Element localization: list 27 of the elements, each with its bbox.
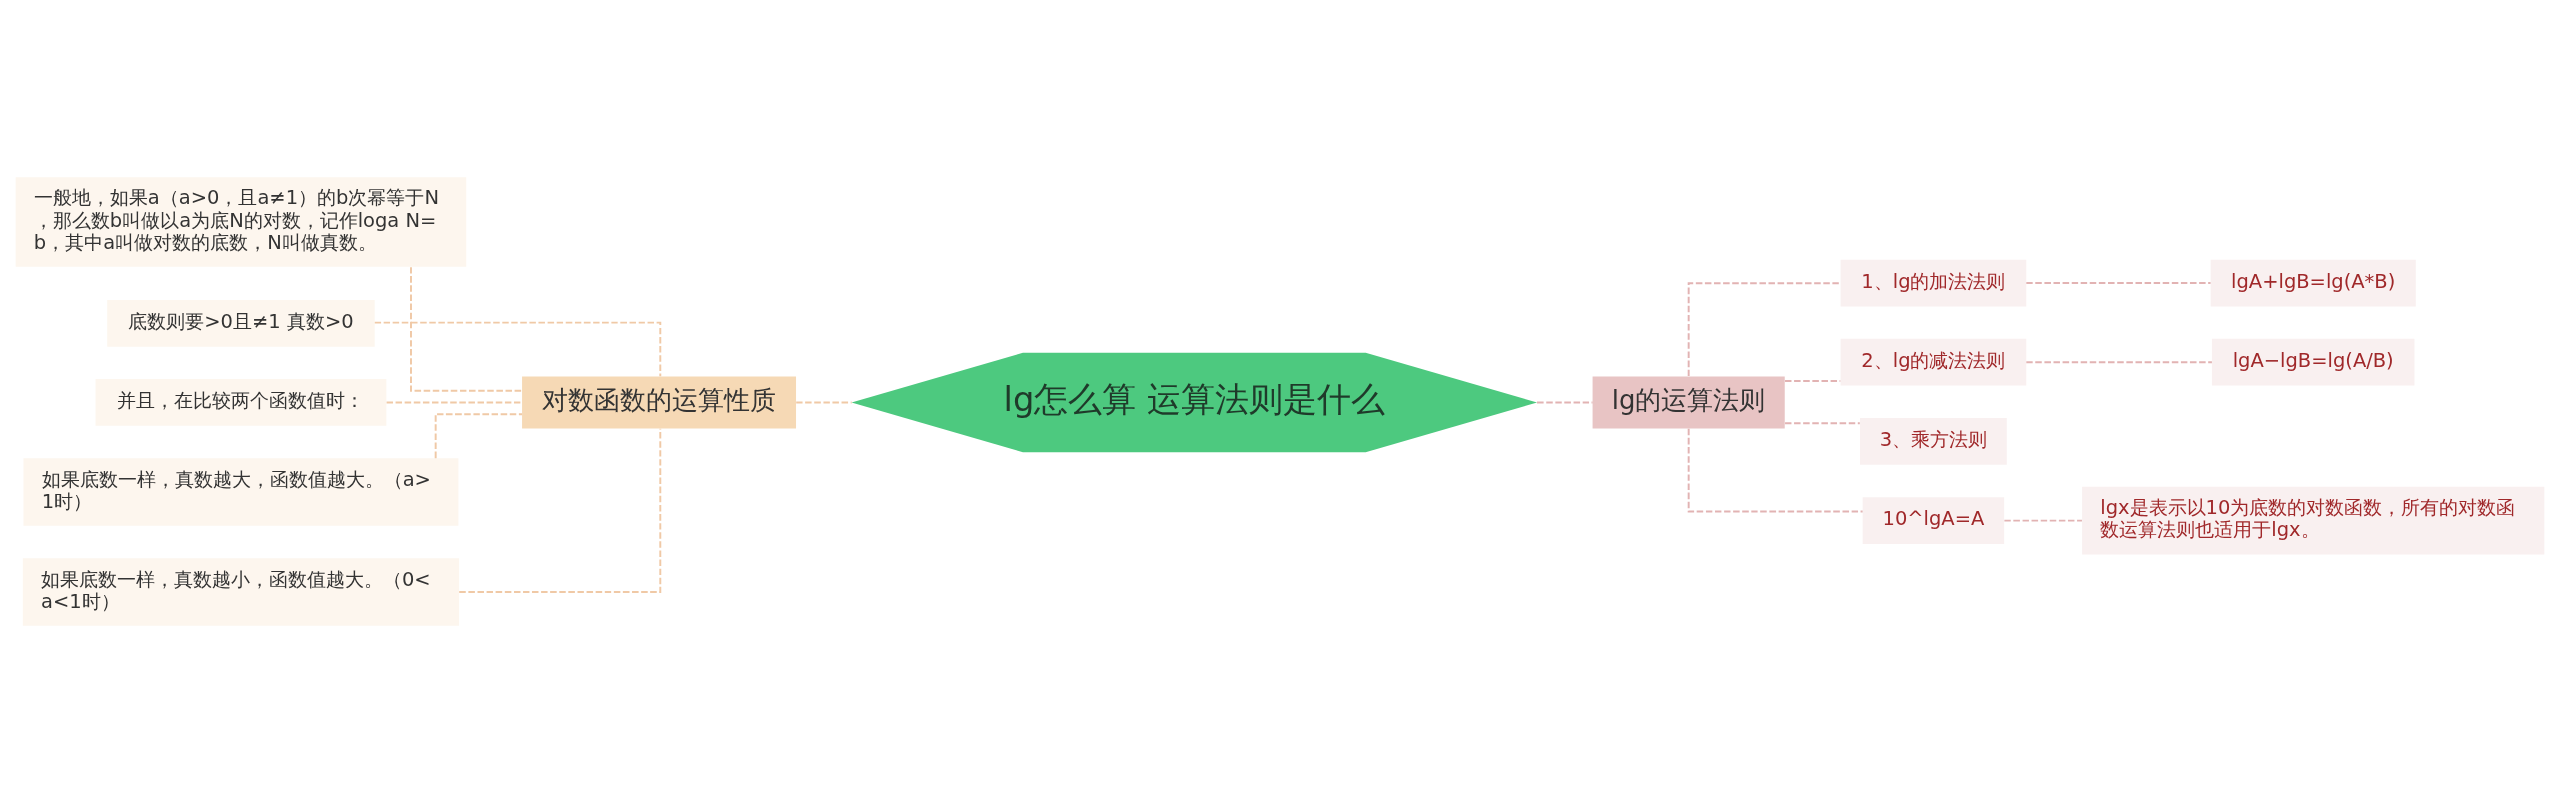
- connector: [373, 321, 662, 377]
- connector: [410, 265, 523, 392]
- connector: [458, 427, 662, 593]
- connector: [2003, 519, 2083, 522]
- node-box: lgx是表示以10为底数的对数函数，所有的对数函数运算法则也适用于lgx。: [2082, 486, 2545, 554]
- connector: [2025, 281, 2212, 284]
- node-box: 对数函数的运算性质: [522, 376, 797, 428]
- node-box: 1、lg的加法法则: [1840, 259, 2027, 306]
- node-box: 一般地，如果a（a>0，且a≠1）的b次幂等于N，那么数b叫做以a为底N的对数，记作loga N=b，其中a叫做对数的底数，N叫做真数。: [15, 176, 467, 267]
- connector: [795, 401, 853, 403]
- connector: [1687, 427, 1864, 512]
- connector: [1687, 281, 1842, 377]
- node-box: lg的运算法则: [1592, 376, 1785, 428]
- node-box: 3、乘方法则: [1860, 417, 2007, 465]
- connector: [1784, 421, 1861, 424]
- node-box: lgA+lgB=lg(A*B): [2210, 259, 2416, 306]
- connector: [385, 401, 523, 403]
- node-box: 2、lg的减法法则: [1840, 338, 2027, 386]
- node-box: lgA−lgB=lg(A/B): [2211, 338, 2415, 386]
- node-box: 并且，在比较两个函数值时：: [95, 378, 387, 426]
- connector: [2025, 360, 2213, 363]
- node-box: 如果底数一样，真数越小，函数值越大。（0<a<1时）: [22, 557, 460, 626]
- connector: [434, 412, 523, 459]
- connector: [1536, 401, 1594, 403]
- node-box: 如果底数一样，真数越大，函数值越大。（a>1时）: [23, 457, 459, 526]
- node-box: 10^lgA=A: [1862, 496, 2005, 544]
- node-box: 底数则要>0且≠1 真数>0: [107, 299, 375, 347]
